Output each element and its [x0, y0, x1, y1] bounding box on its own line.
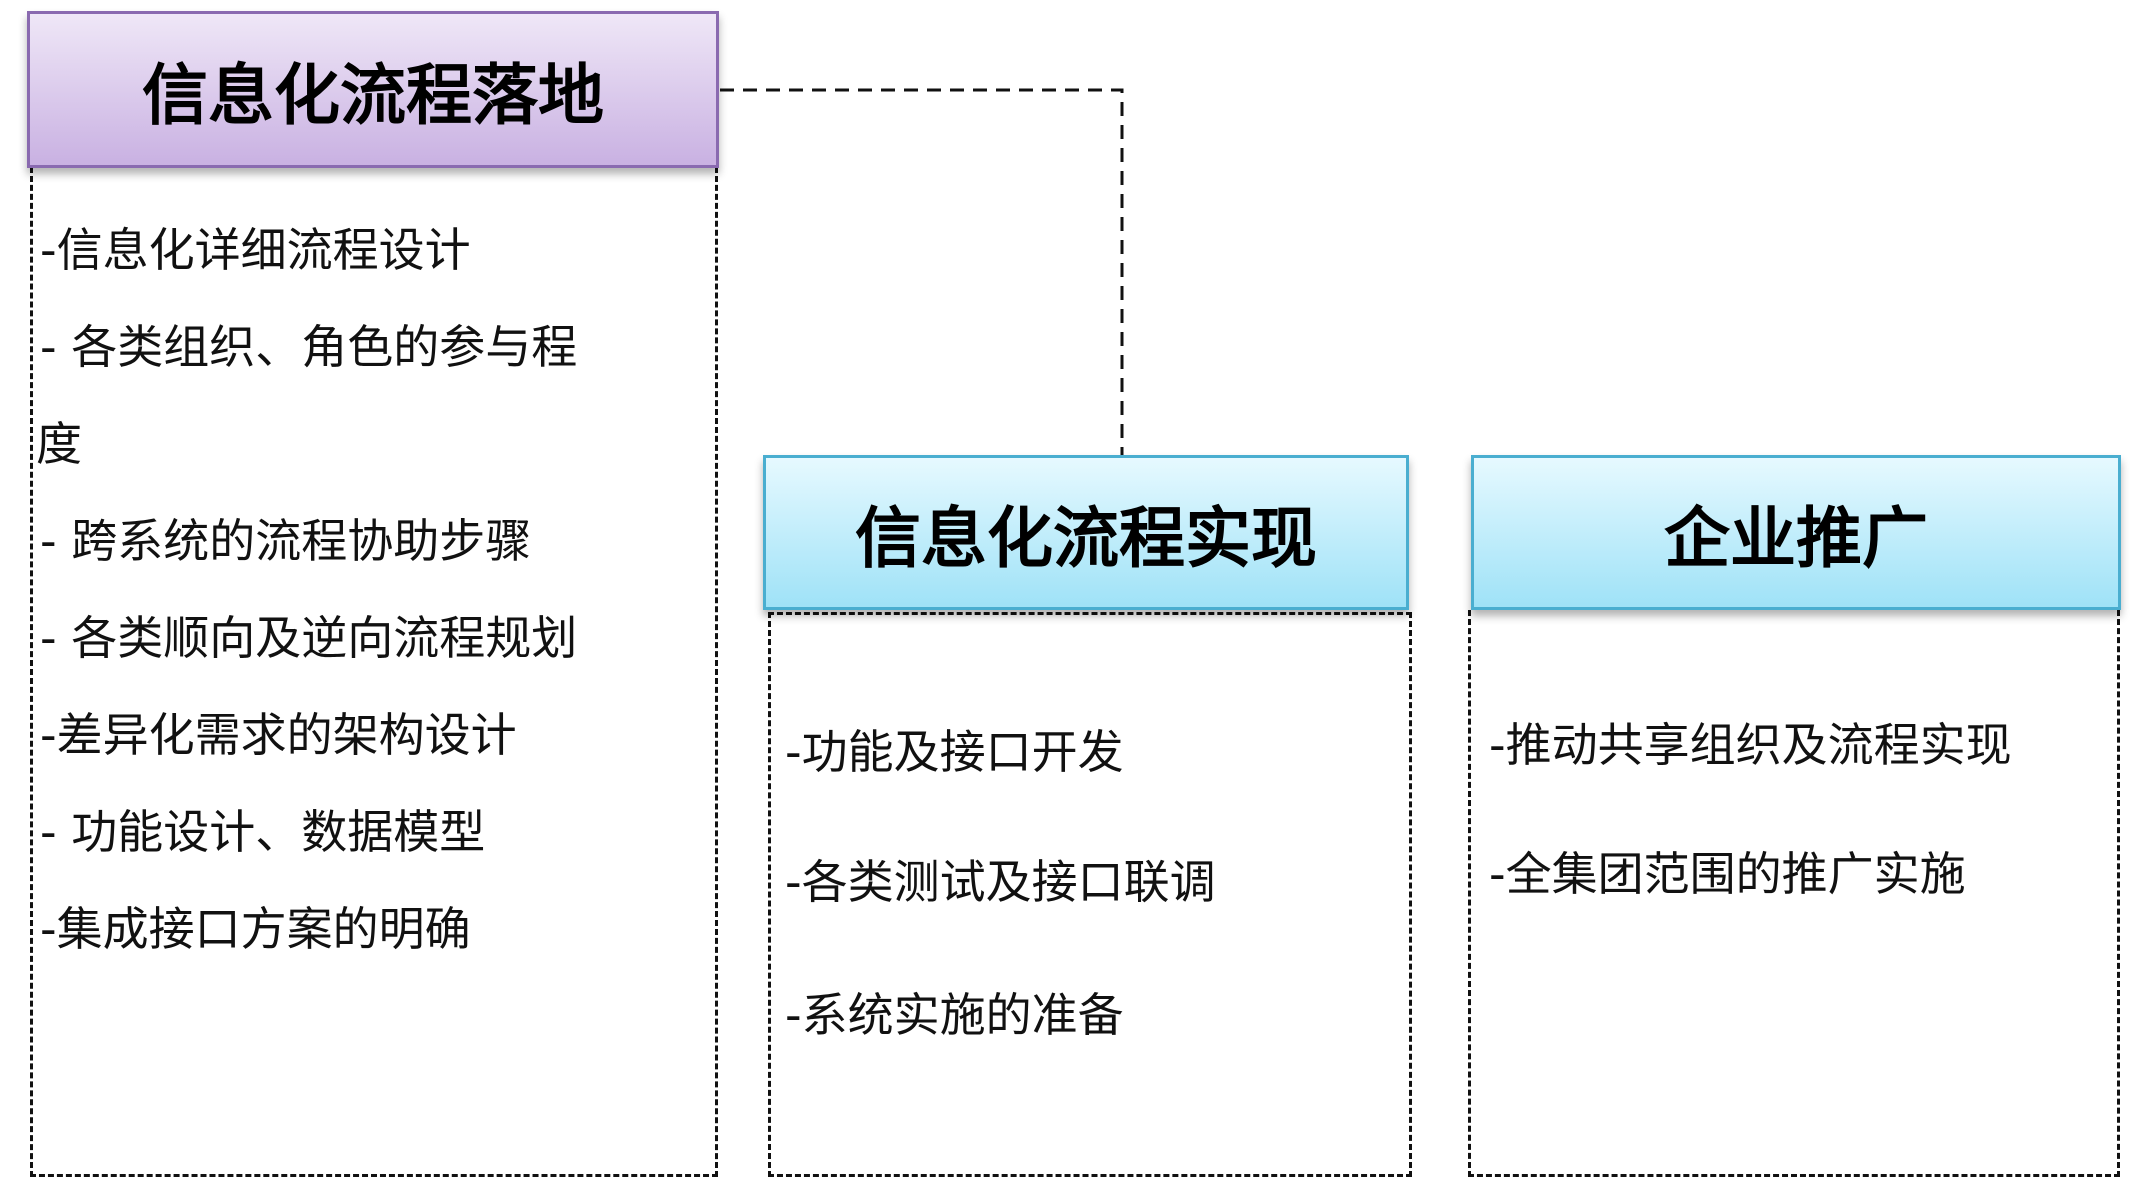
stage-3-body [1468, 610, 2120, 1177]
stage-1-item: - 功能设计、数据模型 [40, 805, 486, 859]
stage-1-item: -信息化详细流程设计 [40, 223, 471, 277]
stage-1-item: -差异化需求的架构设计 [40, 708, 517, 762]
stage-3-header: 企业推广 [1471, 455, 2121, 610]
stage-1-item: -集成接口方案的明确 [40, 902, 471, 956]
stage-3-item: -推动共享组织及流程实现 [1489, 718, 2012, 772]
stage-2-item: -各类测试及接口联调 [785, 855, 1216, 909]
stage-1-body [30, 167, 718, 1177]
stage-1-item: 度 [36, 417, 82, 471]
stage-2-header: 信息化流程实现 [763, 455, 1409, 610]
stage-2-item: -系统实施的准备 [785, 988, 1124, 1042]
stage-3-item: -全集团范围的推广实施 [1489, 847, 1966, 901]
stage-1-item: - 跨系统的流程协助步骤 [40, 514, 532, 568]
stage-1-item: - 各类组织、角色的参与程 [40, 320, 578, 374]
stage-1-header: 信息化流程落地 [27, 11, 719, 168]
stage-1-item: - 各类顺向及逆向流程规划 [40, 611, 578, 665]
stage-2-body [768, 612, 1412, 1177]
stage-2-item: -功能及接口开发 [785, 725, 1124, 779]
